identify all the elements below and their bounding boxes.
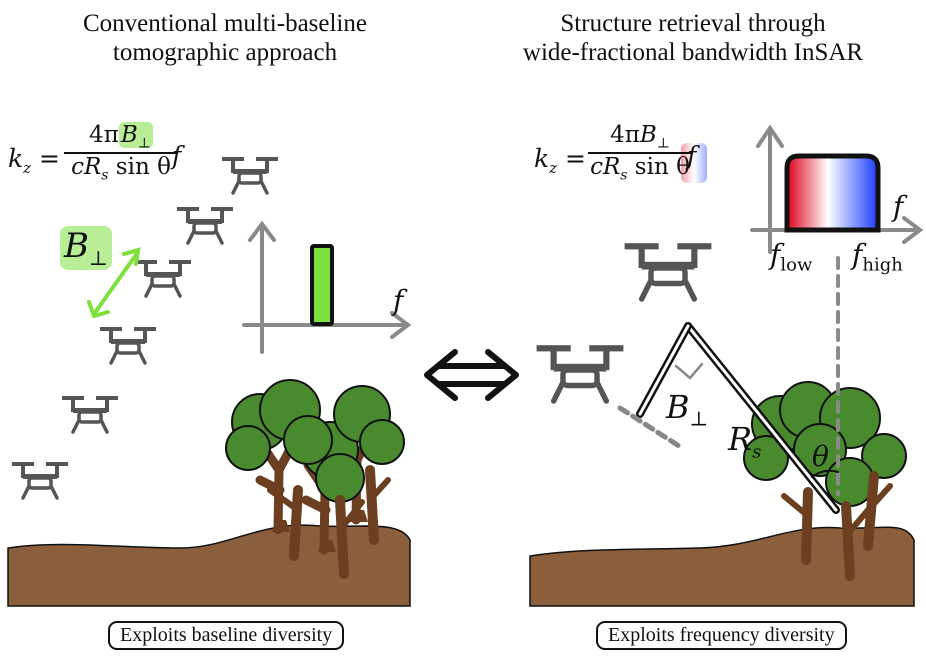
left-title: Conventional multi-baseline tomographic …: [55, 9, 395, 67]
left-drone-2: [175, 205, 235, 245]
right-equation-denominator: cRs sin θ: [588, 151, 692, 183]
left-equation-denominator: cRs sin θ: [64, 151, 178, 183]
right-drone-left: [537, 345, 624, 401]
left-equation-fraction: 4πB⊥ cRs sin θ: [64, 122, 178, 183]
right-caption: Exploits frequency diversity: [596, 621, 847, 650]
f-high-label: fhigh: [852, 238, 903, 276]
left-ground: [7, 524, 411, 607]
right-equation-numerator: 4πB⊥: [610, 122, 670, 152]
left-tree-group: [225, 379, 405, 579]
right-equation-fraction: 4πB⊥ cRs sin θ: [588, 122, 692, 183]
left-equation-numerator: 4πB⊥: [89, 122, 153, 152]
left-title-line2: tomographic approach: [112, 39, 338, 66]
insar-geometry: [617, 256, 840, 514]
left-drone-5: [60, 394, 120, 434]
right-spectrum-band: [784, 153, 881, 233]
left-spectrum-f-label: f: [393, 284, 404, 317]
look-angle-label: θ: [812, 440, 829, 473]
left-drone-4: [98, 325, 158, 365]
right-title: Structure retrieval through wide-fractio…: [510, 9, 876, 67]
left-title-line1: Conventional multi-baseline: [83, 10, 367, 37]
comparison-double-arrow: [424, 349, 519, 401]
right-spectrum-f-label: f: [893, 190, 904, 223]
left-spectrum-bar: [310, 244, 334, 326]
baseline-arrow: [87, 247, 141, 319]
f-low-label: flow: [770, 238, 813, 276]
left-equation-f: f: [172, 141, 182, 170]
right-equation-f: f: [687, 141, 697, 170]
left-baseline-label: B⊥: [60, 226, 112, 270]
right-tree-group: [743, 381, 907, 581]
right-ground: [529, 526, 915, 607]
left-caption: Exploits baseline diversity: [108, 621, 345, 650]
range-label: Rs: [728, 420, 762, 463]
right-title-line1: Structure retrieval through: [560, 10, 826, 37]
left-drone-1: [220, 155, 280, 195]
right-equation-lhs: kz =: [534, 144, 586, 177]
right-baseline-label: B⊥: [666, 388, 709, 431]
left-drone-6: [10, 460, 70, 500]
left-drone-3: [133, 258, 193, 298]
right-title-line2: wide-fractional bandwidth InSAR: [522, 39, 864, 66]
right-drone-top: [625, 243, 712, 299]
left-equation-lhs: kz =: [8, 144, 60, 177]
